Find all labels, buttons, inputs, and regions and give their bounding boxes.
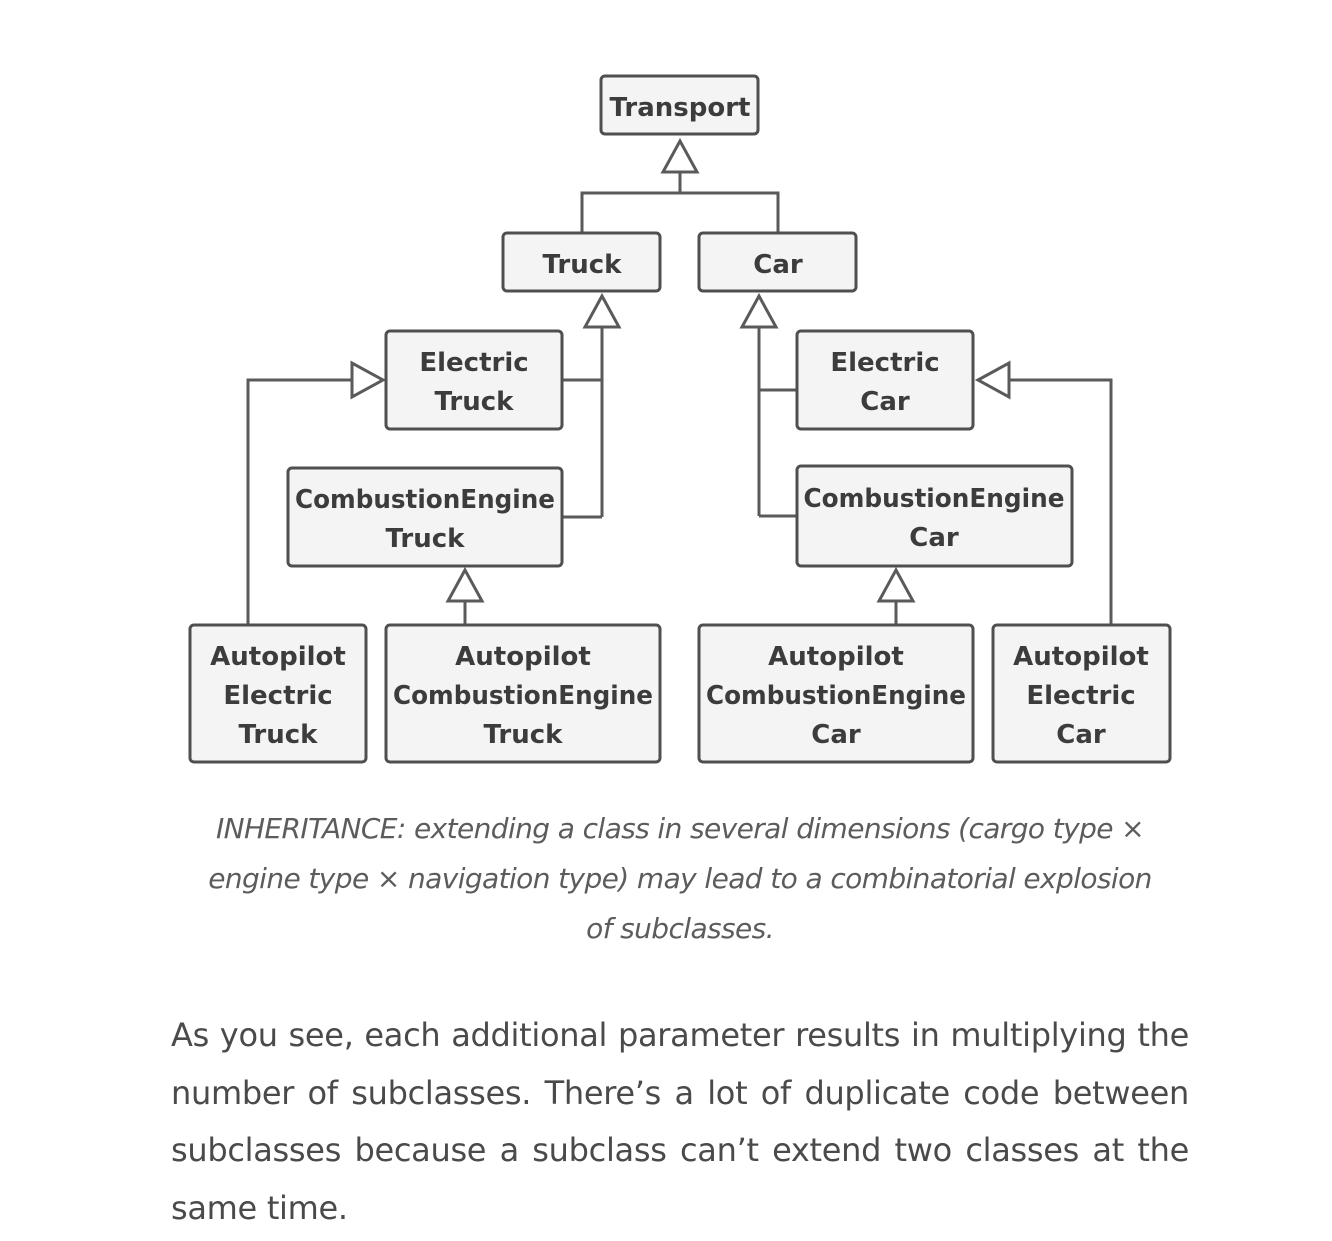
class-label-electric-car-line2: Car xyxy=(860,387,910,417)
caption-line-2: engine type × navigation type) may lead … xyxy=(208,862,1152,895)
class-label-autopilot-combustion-car-line3: Car xyxy=(811,720,861,750)
class-label-truck: Truck xyxy=(543,250,623,280)
arrow-to-transport xyxy=(660,137,700,174)
class-label-autopilot-electric-truck-line1: Autopilot xyxy=(210,642,346,672)
line-truck-car-to-transport xyxy=(580,191,780,233)
class-label-electric-truck-line2: Truck xyxy=(435,387,515,417)
figure-caption: INHERITANCE: extending a class in severa… xyxy=(195,804,1165,954)
class-box-autopilot-combustion-truck: Autopilot CombustionEngine Truck xyxy=(384,623,662,764)
class-box-electric-truck: Electric Truck xyxy=(384,329,564,431)
class-box-car: Car xyxy=(697,231,858,293)
class-box-transport: Transport xyxy=(599,74,760,136)
caption-line-3: of subclasses. xyxy=(586,912,774,945)
class-box-electric-car: Electric Car xyxy=(795,329,975,431)
caption-line-1: INHERITANCE: extending a class in severa… xyxy=(215,812,1145,845)
arrow-to-electric-truck xyxy=(350,360,387,400)
arrow-to-electric-car xyxy=(974,360,1011,400)
class-label-autopilot-combustion-truck-line1: Autopilot xyxy=(455,642,591,672)
class-label-electric-truck-line1: Electric xyxy=(419,348,528,378)
class-label-autopilot-electric-car-line2: Electric xyxy=(1026,681,1135,711)
line-autopilot-electric-truck xyxy=(246,378,352,625)
class-label-autopilot-combustion-truck-line3: Truck xyxy=(484,720,564,750)
connector-lines xyxy=(246,172,1113,625)
class-label-autopilot-electric-car-line1: Autopilot xyxy=(1013,642,1149,672)
class-label-autopilot-electric-truck-line3: Truck xyxy=(239,720,319,750)
class-box-autopilot-electric-truck: Autopilot Electric Truck xyxy=(188,623,368,764)
class-box-combustion-car: CombustionEngine Car xyxy=(795,464,1074,568)
class-box-truck: Truck xyxy=(501,231,662,293)
class-label-combustion-truck-line2: Truck xyxy=(386,524,466,554)
body-paragraph: As you see, each additional parameter re… xyxy=(171,1016,1189,1227)
class-box-autopilot-combustion-car: Autopilot CombustionEngine Car xyxy=(697,623,975,764)
class-box-autopilot-electric-car: Autopilot Electric Car xyxy=(991,623,1172,764)
arrow-to-truck xyxy=(582,292,622,329)
class-label-autopilot-electric-car-line3: Car xyxy=(1056,720,1106,750)
arrow-to-combustion-car xyxy=(876,566,916,603)
arrow-to-combustion-truck xyxy=(445,566,485,603)
class-label-car: Car xyxy=(753,250,803,280)
class-label-autopilot-combustion-car-line1: Autopilot xyxy=(768,642,904,672)
class-label-electric-car-line1: Electric xyxy=(830,348,939,378)
class-label-combustion-car-line1: CombustionEngine xyxy=(804,484,1065,514)
class-box-combustion-truck: CombustionEngine Truck xyxy=(286,466,564,568)
class-label-transport: Transport xyxy=(610,93,751,123)
class-label-autopilot-combustion-truck-line2: CombustionEngine xyxy=(393,681,653,711)
inheritance-diagram: Transport Truck Car Electric Truck Combu… xyxy=(188,74,1172,764)
class-label-autopilot-electric-truck-line2: Electric xyxy=(223,681,332,711)
arrow-to-car xyxy=(739,292,779,329)
class-label-autopilot-combustion-car-line2: CombustionEngine xyxy=(706,681,966,711)
class-label-combustion-car-line2: Car xyxy=(909,523,959,553)
class-label-combustion-truck-line1: CombustionEngine xyxy=(295,485,555,515)
inheritance-arrows xyxy=(350,137,1011,603)
line-autopilot-electric-car xyxy=(1009,378,1113,625)
